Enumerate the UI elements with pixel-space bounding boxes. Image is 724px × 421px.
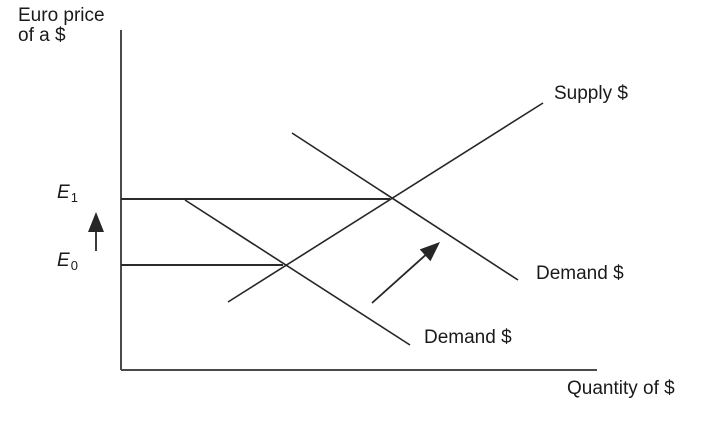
- e0-letter: E: [57, 250, 70, 271]
- demand-shifted-curve-label: Demand $: [536, 263, 624, 284]
- demand-shift-arrow-head: [419, 242, 440, 262]
- y-axis-title-line2: of a $: [18, 25, 66, 46]
- e1-subscript: 1: [70, 190, 78, 205]
- demand-original-line: [184, 199, 411, 346]
- y-axis-title: Euro price of a $: [18, 6, 105, 46]
- demand-shift-arrow-shaft: [371, 253, 428, 304]
- demand-shifted-line: [291, 132, 519, 281]
- price-rise-arrow-head: [88, 212, 104, 232]
- demand-original-curve-label: Demand $: [424, 327, 512, 348]
- e1-tick-label: E1: [57, 182, 78, 206]
- x-axis-title: Quantity of $: [567, 378, 675, 399]
- e1-letter: E: [57, 182, 70, 203]
- e0-tick-label: E0: [57, 250, 78, 274]
- supply-curve-label: Supply $: [554, 83, 628, 104]
- supply-line: [227, 102, 544, 303]
- e0-subscript: 0: [70, 258, 78, 273]
- y-axis-title-line1: Euro price: [18, 5, 105, 26]
